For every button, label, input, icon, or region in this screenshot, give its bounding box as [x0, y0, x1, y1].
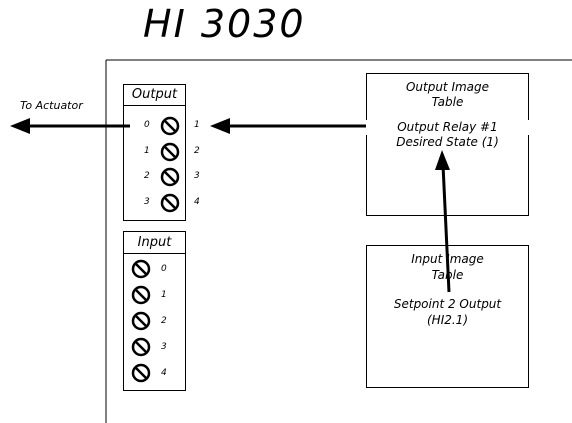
input-module-label: Input: [137, 235, 172, 250]
relay-arrowhead: [210, 118, 230, 134]
input-num-2: 2: [161, 316, 167, 326]
input-screw-4: [131, 363, 151, 383]
output-module-header: [123, 84, 186, 106]
diagram-title: HI 3030: [143, 2, 306, 46]
input-image-table-title-line2: Table: [431, 268, 464, 282]
output-right-num-0: 1: [194, 120, 200, 130]
output-right-num-3: 4: [194, 197, 200, 207]
input-num-0: 0: [161, 264, 167, 274]
input-screw-1: [131, 285, 151, 305]
input-image-table-title-line1: Input Image: [411, 252, 484, 266]
input-num-3: 3: [161, 342, 167, 352]
input-num-1: 1: [161, 290, 167, 300]
output-image-table-title-line2: Table: [431, 95, 464, 109]
output-module-label: Output: [131, 87, 178, 102]
output-image-table-title-line1: Output Image: [405, 80, 490, 94]
output-relay-entry-line2: Desired State (1): [396, 135, 499, 149]
input-screw-3: [131, 337, 151, 357]
setpoint-entry-line2: (HI2.1): [426, 313, 468, 327]
output-right-num-1: 2: [194, 146, 200, 156]
output-image-table: [366, 73, 529, 216]
input-image-table: [366, 245, 529, 388]
to-actuator-label: To Actuator: [20, 99, 83, 112]
output-screw-1: [160, 142, 180, 162]
input-num-4: 4: [161, 368, 167, 378]
output-left-num-3: 3: [144, 197, 150, 207]
output-relay-entry-line1: Output Relay #1: [366, 120, 529, 135]
setpoint-arrowhead: [435, 150, 450, 170]
output-screw-3: [160, 193, 180, 213]
output-left-num-0: 0: [144, 120, 150, 130]
input-module: [123, 231, 186, 391]
output-screw-0: [160, 116, 180, 136]
setpoint-entry-line1: Setpoint 2 Output: [393, 297, 502, 311]
setpoint-arrow-line: [441, 164, 451, 293]
input-screw-0: [131, 259, 151, 279]
output-screw-2: [160, 167, 180, 187]
input-module-header: [123, 231, 186, 254]
output-left-num-1: 1: [144, 146, 150, 156]
output-right-num-2: 3: [194, 171, 200, 181]
input-screw-2: [131, 311, 151, 331]
actuator-arrowhead: [10, 118, 30, 134]
output-left-num-2: 2: [144, 171, 150, 181]
